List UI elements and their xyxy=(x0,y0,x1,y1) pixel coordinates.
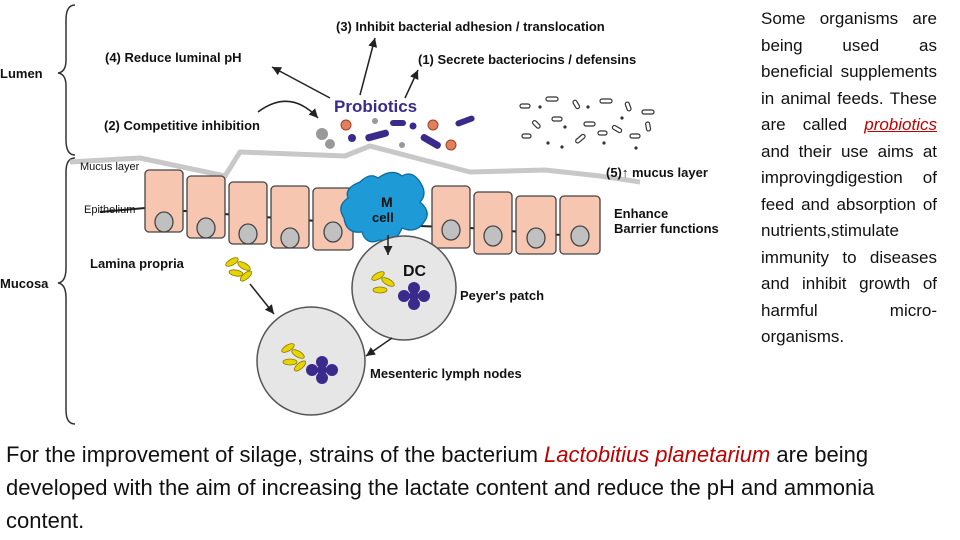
epithelial-cell xyxy=(228,181,268,245)
lumen-brace xyxy=(57,4,76,156)
side-text-part2: and their use aims at improvingdigestion… xyxy=(761,141,937,347)
epithelium-label: Epithelium xyxy=(84,204,135,216)
m-cell-label: M xyxy=(381,194,393,210)
bottom-text-part1: For the improvement of silage, strains o… xyxy=(6,442,545,467)
dendritic-cell-icon xyxy=(398,282,430,310)
arrow-peyers-to-node xyxy=(365,337,393,357)
mesenteric-label: Mesenteric lymph nodes xyxy=(370,366,522,381)
m-cell-label-2: cell xyxy=(372,210,394,225)
side-description: Some organisms are being used as benefic… xyxy=(761,6,937,351)
gray-particles xyxy=(316,118,405,149)
epithelial-cell xyxy=(186,175,226,239)
lymph-dendritic-cell-icon xyxy=(306,356,338,384)
peyers-patch-circle xyxy=(351,235,457,341)
peyers-patch-label: Peyer's patch xyxy=(460,288,544,303)
epithelial-cell xyxy=(270,185,310,249)
m-cell xyxy=(340,171,428,243)
side-text-part1: Some organisms are being used as benefic… xyxy=(761,9,937,134)
bottom-paragraph: For the improvement of silage, strains o… xyxy=(6,438,951,537)
epithelial-cell xyxy=(473,191,513,255)
epithelial-cell xyxy=(515,195,557,255)
arrow-competitive xyxy=(257,100,319,119)
reduce-ph-label: (4) Reduce luminal pH xyxy=(105,50,242,65)
probiotics-mechanism-diagram: Lumen Mucosa (3) Inhibit bacterial adhes… xyxy=(0,4,719,425)
mucosa-brace xyxy=(57,157,76,425)
scattered-dots xyxy=(538,105,638,150)
barrier-label: Barrier functions xyxy=(614,221,719,236)
bottom-text-part2: are being developed with the aim of incr… xyxy=(6,442,875,533)
epithelial-cell xyxy=(144,169,184,233)
mucus-layer-5-label: (5)↑ mucus layer xyxy=(606,165,708,180)
mucus-layer-label: Mucus layer xyxy=(80,161,140,173)
mucosa-label: Mucosa xyxy=(0,276,49,291)
probiotics-link[interactable]: probiotics xyxy=(864,115,937,134)
lamina-propria-label: Lamina propria xyxy=(90,256,185,271)
dc-label: DC xyxy=(403,263,427,280)
arrow-secrete xyxy=(404,69,419,99)
epithelial-cell xyxy=(559,195,601,255)
lymph-bacteria xyxy=(281,343,307,372)
dc-bacteria xyxy=(371,271,395,294)
lumen-label: Lumen xyxy=(0,66,43,81)
competitive-label: (2) Competitive inhibition xyxy=(104,118,260,133)
probiotics-title: Probiotics xyxy=(334,97,417,116)
scattered-bacteria xyxy=(519,96,655,144)
mucus-layer xyxy=(69,143,641,185)
lamina-bacteria xyxy=(225,257,253,282)
arrow-reduce-ph xyxy=(271,66,331,99)
bacterium-name: Lactobitius planetarium xyxy=(544,442,771,467)
epithelial-cell xyxy=(431,185,471,249)
arrow-lamina-to-node xyxy=(249,283,275,315)
inhibit-adhesion-label: (3) Inhibit bacterial adhesion / translo… xyxy=(336,19,605,34)
secrete-label: (1) Secrete bacteriocins / defensins xyxy=(418,52,636,67)
arrow-inhibit xyxy=(359,37,378,96)
probiotic-particles xyxy=(348,115,475,149)
enhance-label: Enhance xyxy=(614,206,668,221)
pathogen-particles xyxy=(340,119,457,151)
lymph-node-circle xyxy=(256,306,366,416)
